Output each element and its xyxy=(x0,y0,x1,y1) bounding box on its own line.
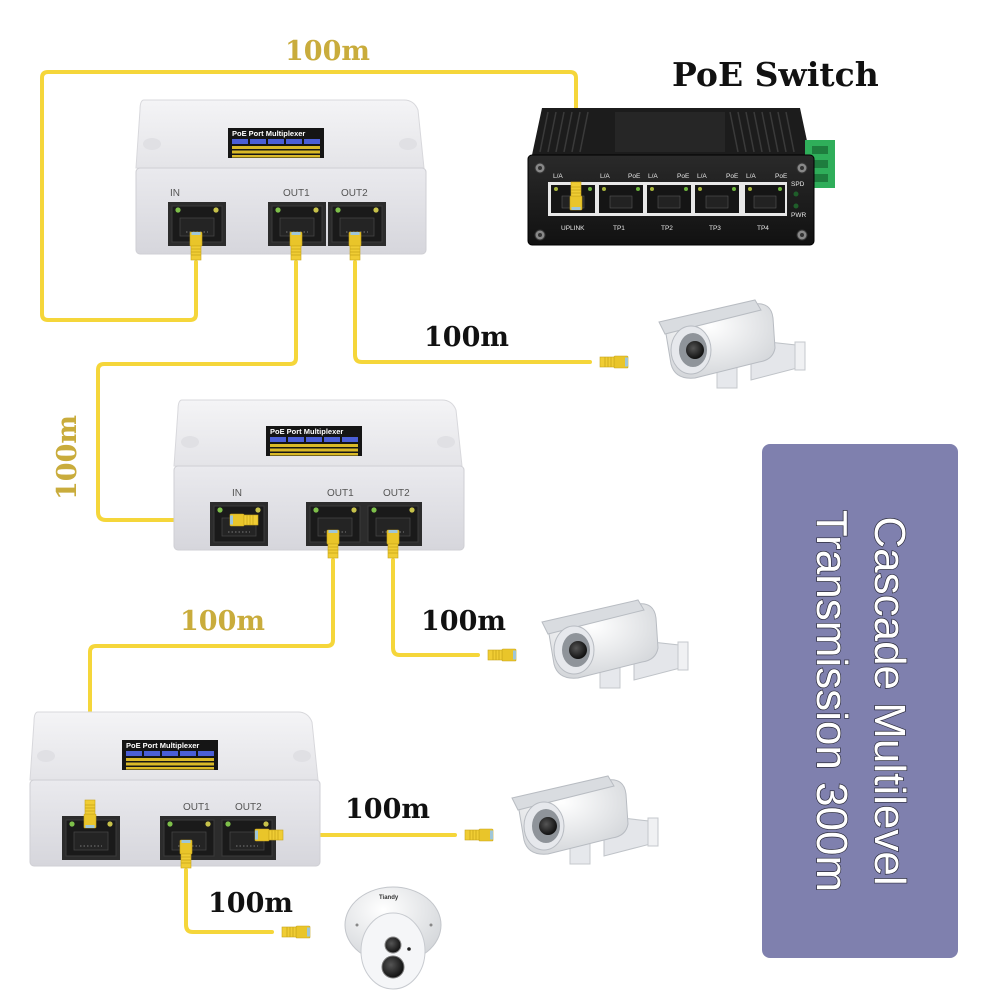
cable-mux2-to-mux3 xyxy=(88,558,335,788)
poe-switch: L/A L/A PoE L/A PoE L/A PoE L/A PoE SPD … xyxy=(527,108,835,246)
switch-port-label: TP4 xyxy=(757,225,769,232)
cable-mux1-to-mux2 xyxy=(96,260,298,522)
banner-text: Cascade Multilevel Transmission 300m xyxy=(802,451,918,951)
cable-mux1-to-cam1 xyxy=(353,260,592,364)
cable-mux3-to-dome xyxy=(184,868,274,934)
switch-led-label: PoE xyxy=(677,173,690,180)
plug-mux3-out1 xyxy=(179,839,193,869)
banner-line-1: Cascade Multilevel xyxy=(864,516,914,887)
switch-port-tp2[interactable] xyxy=(647,185,691,213)
switch-led-label: PoE xyxy=(775,173,788,180)
bullet-camera-2 xyxy=(541,599,689,689)
cable-plug-dome xyxy=(281,925,311,939)
distance-label-mux2-to-cam2: 100m xyxy=(421,606,506,637)
port-label-in: IN xyxy=(170,188,180,199)
bullet-camera-3 xyxy=(511,775,659,865)
port-label-out2: OUT2 xyxy=(341,188,368,199)
switch-port-tp1[interactable] xyxy=(599,185,643,213)
dome-camera: Tiandy xyxy=(344,886,442,990)
distance-label-mux2-to-mux3: 100m xyxy=(180,606,265,637)
distance-label-mux1-to-mux2: 100m xyxy=(52,415,83,500)
cable-switch-to-mux1 xyxy=(40,70,578,322)
port-label-out1: OUT1 xyxy=(283,188,310,199)
pwr-led xyxy=(793,203,799,209)
switch-port-label: TP3 xyxy=(709,225,721,232)
port-label-out1: OUT1 xyxy=(183,802,210,813)
poe-multiplexer-3: PoE Port Multiplexer OUT1 OUT2 xyxy=(29,711,321,867)
plug-mux3-in xyxy=(83,799,97,829)
cable-plug-cam2 xyxy=(487,648,517,662)
cable-plug-cam3 xyxy=(464,828,494,842)
multiplexer-label-title: PoE Port Multiplexer xyxy=(270,427,343,436)
plug-mux3-out2 xyxy=(254,828,284,842)
plug-mux1-out2 xyxy=(348,231,362,261)
switch-port-label: UPLINK xyxy=(561,225,585,232)
distance-label-mux3-to-dome: 100m xyxy=(208,888,293,919)
multiplexer-label-title: PoE Port Multiplexer xyxy=(126,741,199,750)
multiplexer-label-title: PoE Port Multiplexer xyxy=(232,129,305,138)
switch-port-tp3[interactable] xyxy=(695,185,739,213)
poe-switch-title: PoE Switch xyxy=(672,55,879,94)
plug-mux1-out1 xyxy=(289,231,303,261)
distance-label-mux1-to-cam1: 100m xyxy=(424,322,509,353)
distance-label-mux3-to-cam3: 100m xyxy=(345,794,430,825)
switch-port-label: TP2 xyxy=(661,225,673,232)
port-label-out2: OUT2 xyxy=(383,488,410,499)
port-label-out1: OUT1 xyxy=(327,488,354,499)
switch-led-label: L/A xyxy=(600,173,610,180)
poe-multiplexer-1: PoE Port Multiplexer IN OUT1 OUT2 xyxy=(135,99,427,255)
banner-line-2: Transmission 300m xyxy=(806,509,856,893)
bullet-camera-1 xyxy=(658,299,806,389)
switch-pwr-label: PWR xyxy=(791,212,806,219)
switch-led-label: PoE xyxy=(726,173,739,180)
plug-mux2-out2 xyxy=(386,529,400,559)
plug-mux1-in xyxy=(189,231,203,261)
switch-led-label: L/A xyxy=(553,173,563,180)
switch-port-label: TP1 xyxy=(613,225,625,232)
dome-camera-brand: Tiandy xyxy=(379,895,399,901)
switch-led-label: L/A xyxy=(746,173,756,180)
switch-spd-label: SPD xyxy=(791,181,805,188)
plug-mux2-in xyxy=(229,513,259,527)
switch-led-label: L/A xyxy=(697,173,707,180)
plug-mux2-out1 xyxy=(326,529,340,559)
switch-led-label: L/A xyxy=(648,173,658,180)
port-label-out2: OUT2 xyxy=(235,802,262,813)
port-label-in: IN xyxy=(232,488,242,499)
switch-led-label: PoE xyxy=(628,173,641,180)
poe-multiplexer-2: PoE Port Multiplexer IN OUT1 OUT2 xyxy=(173,399,465,551)
cable-plug-cam1 xyxy=(599,355,629,369)
distance-label-switch-to-mux1: 100m xyxy=(285,36,370,67)
cable-mux2-to-cam2 xyxy=(391,558,480,657)
spd-led xyxy=(793,191,799,197)
cascade-banner: Cascade Multilevel Transmission 300m xyxy=(762,444,958,958)
uplink-plug xyxy=(569,181,583,211)
